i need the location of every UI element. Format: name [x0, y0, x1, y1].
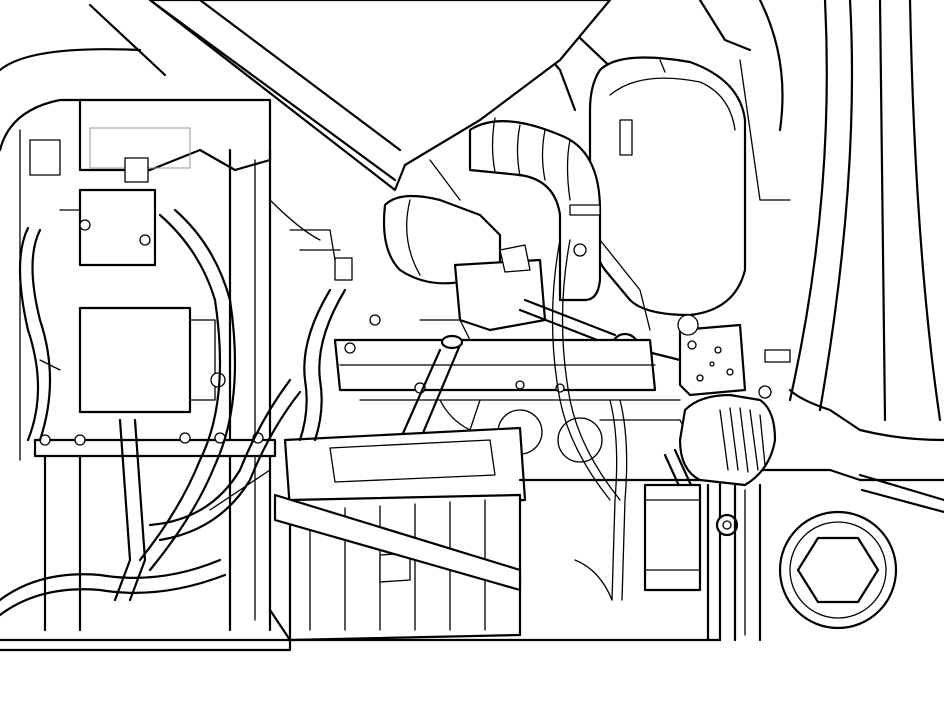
- fuse-relay-box: [78, 98, 272, 267]
- oil-filter: [643, 483, 702, 592]
- wiring-harness: [0, 208, 302, 617]
- mounting-bracket-plate: [677, 314, 791, 397]
- right-frame-rails: [698, 0, 944, 514]
- radiator-bracket: [706, 483, 762, 642]
- fuel-lines: [551, 239, 651, 601]
- engine-lower-block: [398, 334, 701, 463]
- lower-bolt-bracket: [33, 432, 277, 632]
- engine-block-rail: [333, 338, 681, 401]
- control-module: [78, 306, 226, 414]
- misc-fittings: [29, 139, 587, 371]
- alternator: [663, 385, 777, 537]
- diagonal-frame-beam: [148, 0, 612, 192]
- support-post: [228, 148, 272, 632]
- air-filter-housing: [588, 56, 747, 317]
- battery-cables: [269, 199, 353, 442]
- battery-hold-down-strap: [273, 493, 522, 592]
- crankshaft-pulley: [778, 510, 898, 630]
